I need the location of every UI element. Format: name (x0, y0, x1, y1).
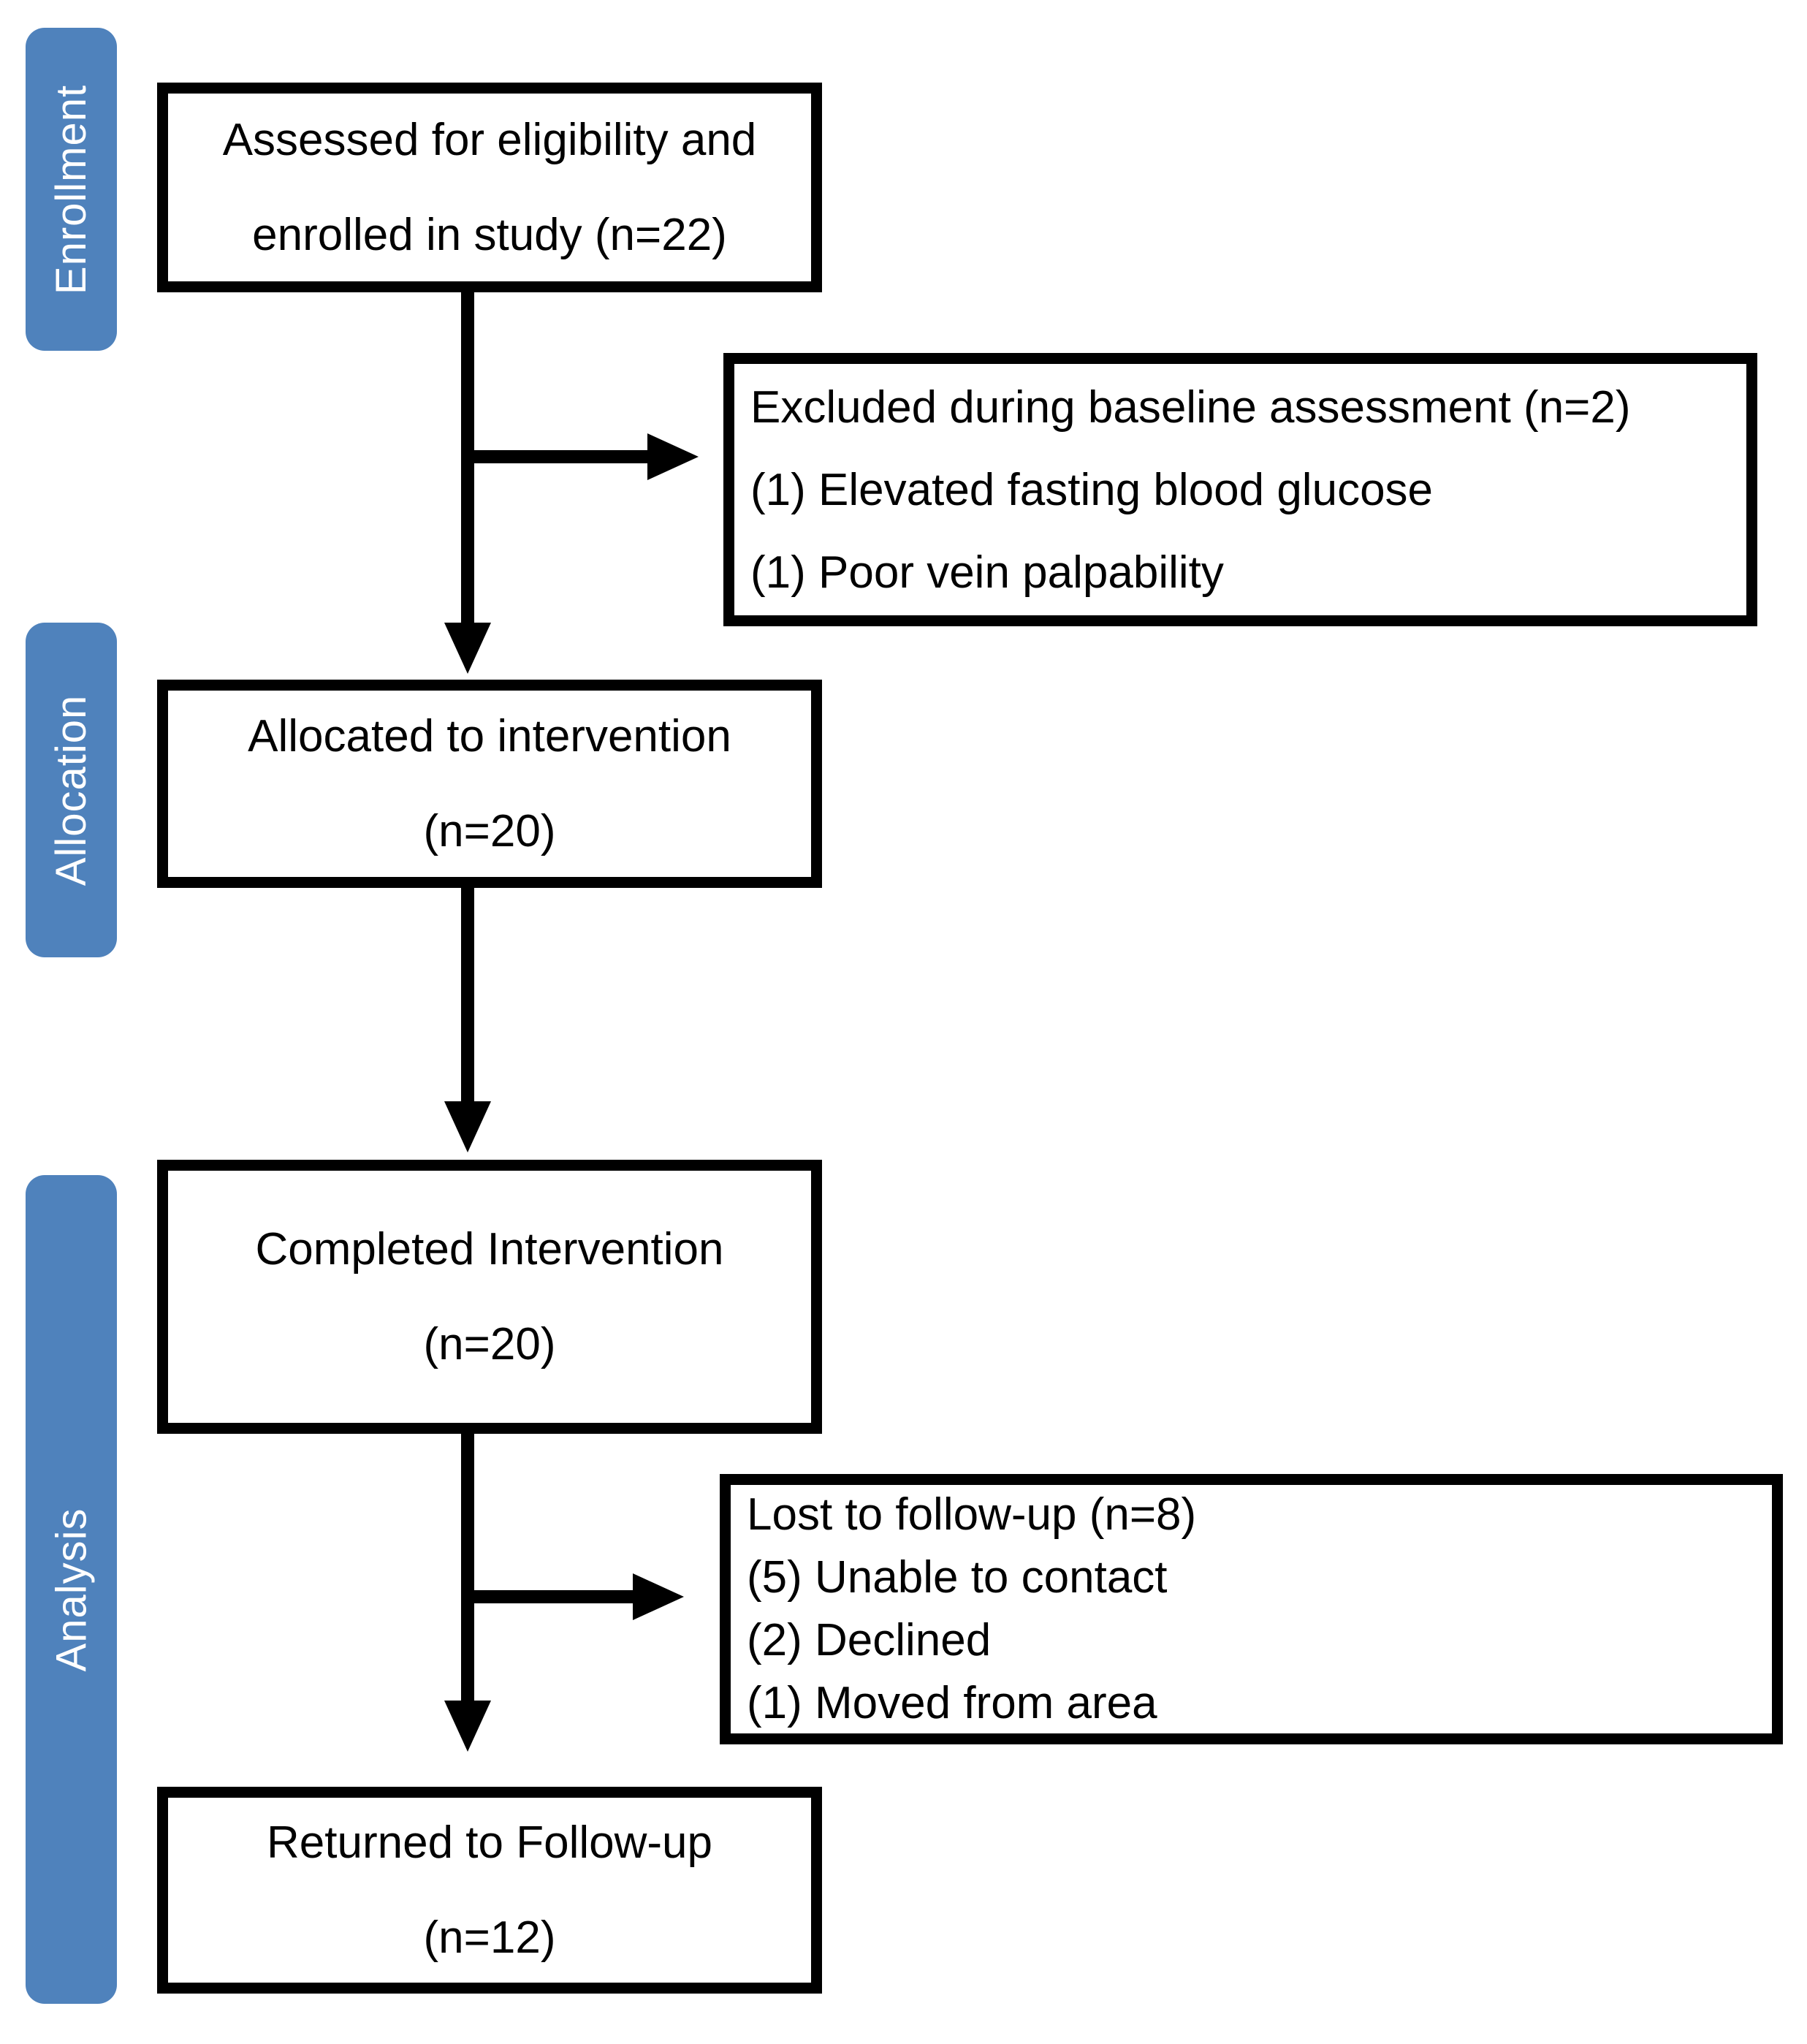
arrow-down-icon (444, 1101, 491, 1152)
arrow-down-icon (444, 623, 491, 674)
stage-label-allocation: Allocation (26, 623, 117, 957)
side-box-excluded: Excluded during baseline assessment (n=2… (723, 353, 1757, 626)
stage-label-allocation-text: Allocation (47, 694, 96, 886)
flow-box-allocated: Allocated to intervention (n=20) (157, 680, 822, 888)
side-box-lost-item: (1) Moved from area (747, 1678, 1157, 1728)
flow-box-returned-line1: Returned to Follow-up (267, 1817, 712, 1868)
side-box-excluded-item: (1) Elevated fasting blood glucose (750, 464, 1434, 515)
side-box-lost-item: (2) Declined (747, 1615, 992, 1665)
flow-box-completed-line2: (n=20) (423, 1318, 556, 1369)
stage-label-analysis-text: Analysis (47, 1508, 96, 1671)
flow-box-completed-line1: Completed Intervention (255, 1223, 724, 1274)
arrow-to-excluded-shaft (468, 450, 650, 463)
arrow-right-icon (647, 433, 699, 480)
side-box-excluded-item: (1) Poor vein palpability (750, 547, 1224, 598)
flow-box-returned-line2: (n=12) (423, 1912, 556, 1963)
flow-box-assessed-line2: enrolled in study (n=22) (252, 209, 727, 260)
flow-box-allocated-line1: Allocated to intervention (248, 710, 731, 761)
stage-label-enrollment: Enrollment (26, 28, 117, 351)
arrow-completed-to-returned-shaft (461, 1434, 474, 1703)
stage-label-analysis: Analysis (26, 1175, 117, 2004)
side-box-lost-item: (5) Unable to contact (747, 1552, 1168, 1603)
flow-box-assessed: Assessed for eligibility and enrolled in… (157, 83, 822, 292)
side-box-lost: Lost to follow-up (n=8) (5) Unable to co… (720, 1474, 1783, 1744)
stage-label-enrollment-text: Enrollment (47, 84, 96, 295)
side-box-excluded-title: Excluded during baseline assessment (n=2… (750, 381, 1631, 433)
flow-box-returned: Returned to Follow-up (n=12) (157, 1787, 822, 1994)
arrow-to-lost-shaft (468, 1590, 636, 1603)
flow-box-allocated-line2: (n=20) (423, 805, 556, 856)
arrow-right-icon (633, 1573, 684, 1620)
side-box-lost-title: Lost to follow-up (n=8) (747, 1489, 1197, 1540)
arrow-allocated-to-completed-shaft (461, 888, 474, 1103)
flow-box-assessed-line1: Assessed for eligibility and (222, 114, 757, 165)
arrow-down-icon (444, 1701, 491, 1752)
flow-box-completed: Completed Intervention (n=20) (157, 1160, 822, 1434)
